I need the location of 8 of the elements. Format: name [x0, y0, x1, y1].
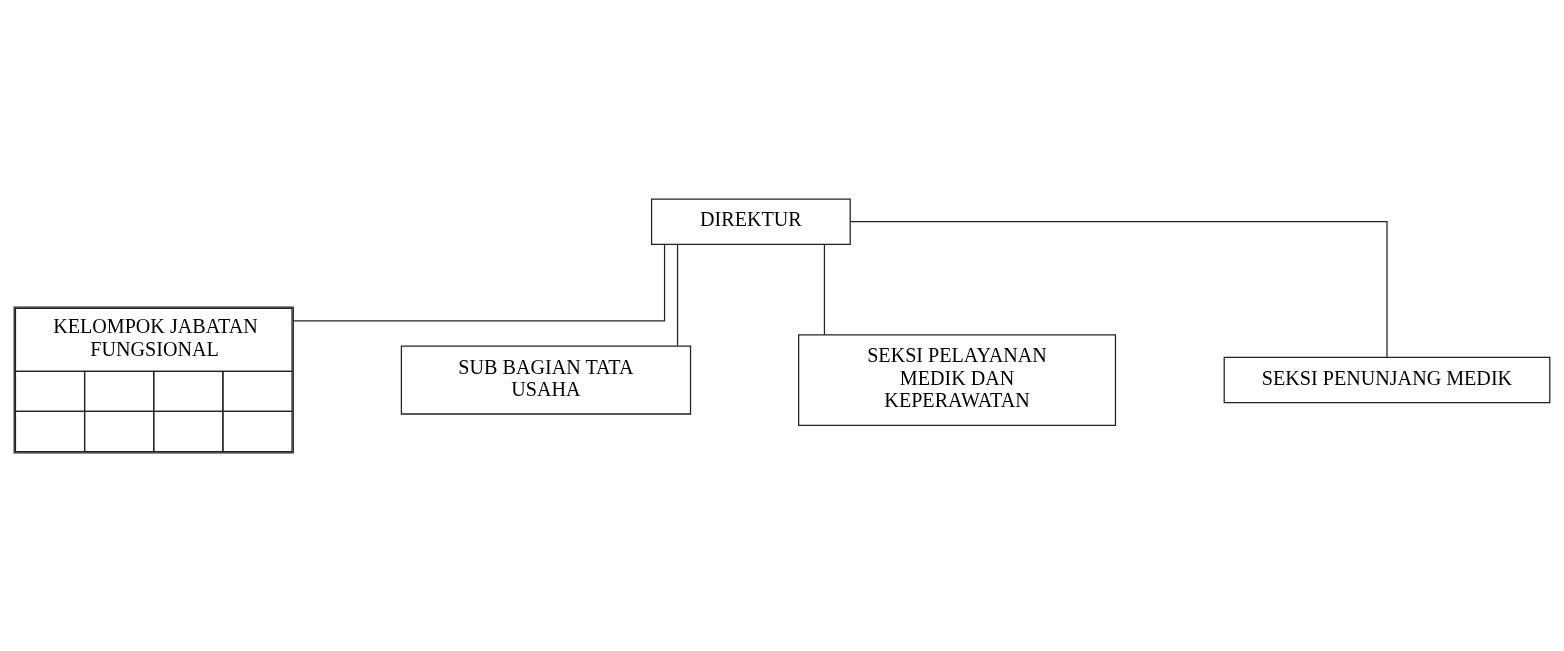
node-box: SEKSI PELAYANAN MEDIK DAN KEPERAWATAN [798, 333, 1117, 426]
connector [849, 220, 1388, 358]
connector [676, 243, 679, 346]
node-box: SUB BAGIAN TATA USAHA [400, 345, 692, 415]
node-box: DIREKTUR [650, 197, 851, 245]
connector [292, 243, 666, 322]
node-box: SEKSI PENUNJANG MEDIK [1223, 356, 1551, 403]
connector [823, 243, 826, 335]
